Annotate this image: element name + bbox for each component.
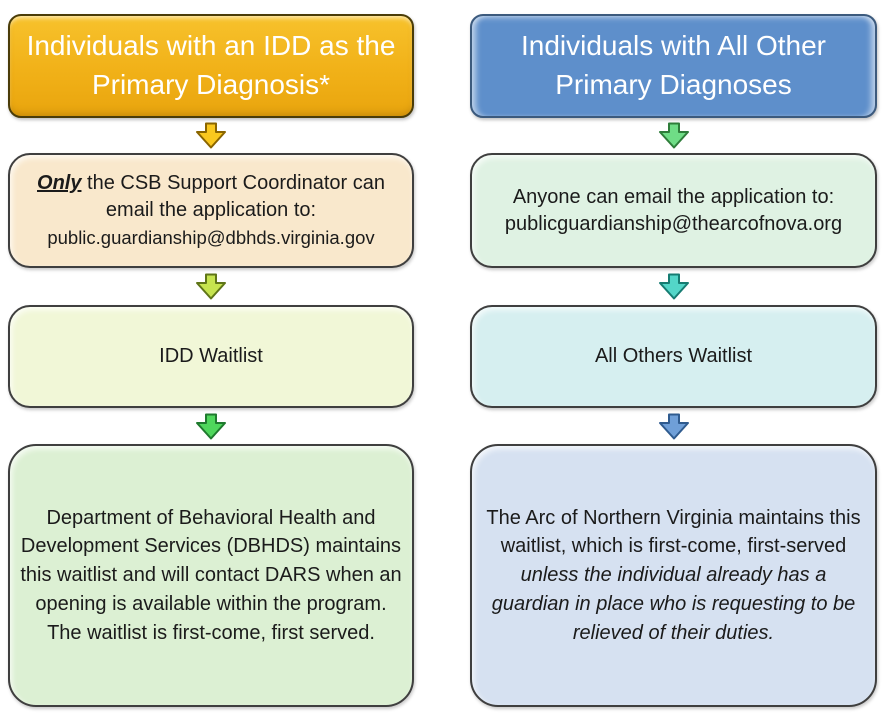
column-all-other: Individuals with All Other Primary Diagn… bbox=[470, 14, 877, 707]
column-idd-primary: Individuals with an IDD as the Primary D… bbox=[8, 14, 414, 707]
connector-zone bbox=[470, 118, 877, 153]
connector-zone bbox=[8, 408, 414, 444]
connector-zone bbox=[8, 268, 414, 305]
dbhds-email-address: public.guardianship@dbhds.virginia.gov bbox=[47, 227, 375, 249]
anyone-email-text: Anyone can email the application to: bbox=[512, 185, 835, 208]
down-arrow-icon bbox=[658, 273, 689, 300]
header-idd-primary: Individuals with an IDD as the Primary D… bbox=[8, 14, 414, 118]
connector-zone bbox=[470, 268, 877, 305]
arc-email-address: publicguardianship@thearcofnova.org bbox=[504, 212, 843, 235]
header-idd-primary-label: Individuals with an IDD as the Primary D… bbox=[26, 30, 396, 100]
all-others-waitlist-label: All Others Waitlist bbox=[594, 345, 753, 367]
down-arrow-icon bbox=[658, 122, 689, 149]
anyone-email-box: Anyone can email the application to: pub… bbox=[470, 153, 877, 268]
dbhds-info-box: Department of Behavioral Health and Deve… bbox=[8, 444, 414, 707]
header-all-other-label: Individuals with All Other Primary Diagn… bbox=[520, 30, 827, 100]
down-arrow-icon bbox=[196, 122, 226, 149]
all-others-waitlist-box: All Others Waitlist bbox=[470, 305, 877, 408]
idd-waitlist-box: IDD Waitlist bbox=[8, 305, 414, 408]
idd-waitlist-label: IDD Waitlist bbox=[159, 345, 263, 367]
down-arrow-icon bbox=[658, 413, 689, 439]
arc-info-box: The Arc of Northern Virginia maintains t… bbox=[470, 444, 877, 707]
arc-info-text: The Arc of Northern Virginia maintains t… bbox=[486, 506, 867, 644]
csb-email-text: Only the CSB Support Coordinator can ema… bbox=[37, 172, 385, 222]
down-arrow-icon bbox=[196, 413, 226, 439]
csb-email-box: Only the CSB Support Coordinator can ema… bbox=[8, 153, 414, 268]
header-all-other: Individuals with All Other Primary Diagn… bbox=[470, 14, 877, 118]
down-arrow-icon bbox=[196, 273, 226, 300]
connector-zone bbox=[8, 118, 414, 153]
connector-zone bbox=[470, 408, 877, 444]
dbhds-info-text: Department of Behavioral Health and Deve… bbox=[20, 506, 408, 644]
